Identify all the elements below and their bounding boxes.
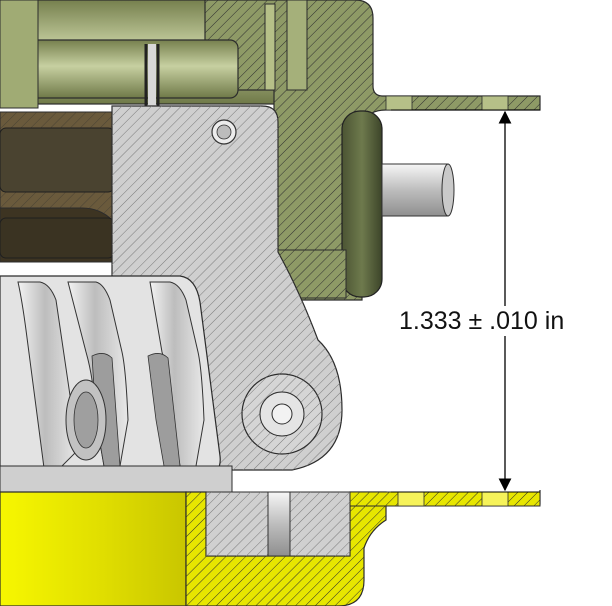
output-shaft [381,163,455,217]
bottom-housing [0,490,541,606]
dimension-label: 1.333 ± .010 in [398,306,566,336]
top-housing [0,0,541,301]
lever-bracket [111,105,343,471]
spring-clip [0,275,233,493]
